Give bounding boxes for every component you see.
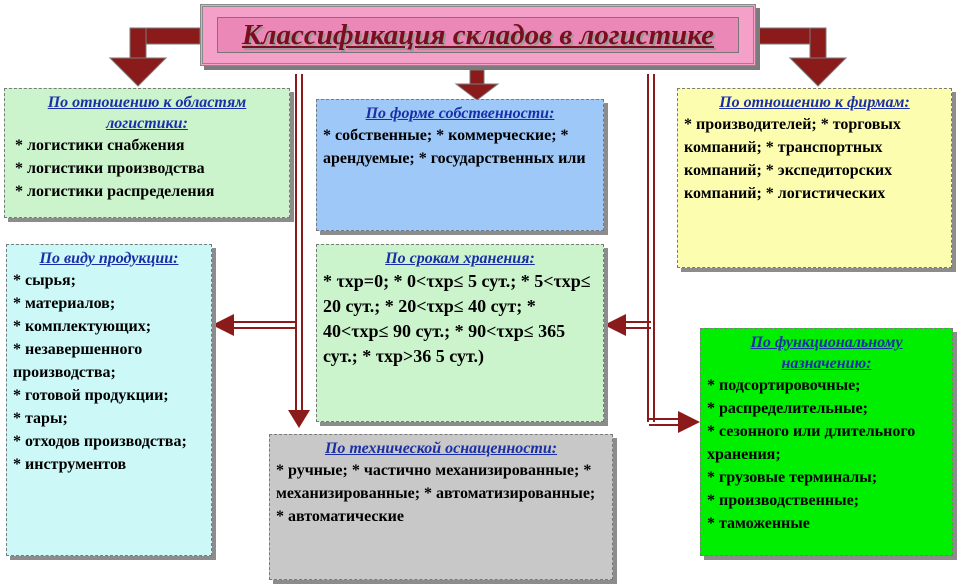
box-heading: По отношению к областям логистики: [47, 94, 247, 132]
list-item: * материалов; [13, 295, 116, 312]
arrow-to-storage [604, 314, 626, 336]
box-heading: По виду продукции: [39, 250, 179, 267]
title-inner-panel: Классификация складов в логистике [217, 17, 739, 53]
list-item: * грузовые терминалы; [707, 469, 878, 486]
list-item: * производителей; * торговых компаний; *… [684, 116, 901, 202]
list-item: * сезонного или длительного хранения; [707, 423, 916, 463]
connector-to-product [230, 321, 297, 329]
arrow-to-technical [288, 410, 310, 428]
list-item: * инструментов [13, 456, 127, 473]
box-ownership: По форме собственности: * собственные; *… [316, 99, 604, 231]
connector-to-storage [624, 321, 651, 329]
list-item: * собственные; * коммерческие; * арендуе… [323, 127, 586, 167]
box-heading: По отношению к фирмам: [719, 94, 910, 111]
arrow-title-left [108, 27, 201, 87]
box-storage-terms: По срокам хранения: * τхр=0; * 0<τхр≤ 5 … [316, 244, 604, 422]
arrow-to-functional [678, 411, 700, 433]
list-item: * производственные; [707, 492, 859, 509]
box-heading: По технической оснащенности: [324, 440, 558, 457]
box-technical-equipment: По технической оснащенности: * ручные; *… [269, 434, 613, 580]
list-item: * логистики производства [15, 160, 205, 177]
box-heading: По функциональному назначению: [750, 334, 903, 372]
arrow-to-product [212, 314, 234, 336]
list-item: * логистики распределения [15, 183, 215, 200]
list-item: * отходов производства; [13, 433, 187, 450]
connector-right-vertical [647, 74, 655, 422]
box-heading: По срокам хранения: [385, 250, 535, 267]
list-item: * таможенные [707, 515, 810, 532]
arrow-title-center [454, 69, 500, 101]
list-item: * комплектующих; [13, 318, 152, 335]
list-item: * сырья; [13, 272, 76, 289]
box-firms: По отношению к фирмам: * производителей;… [677, 88, 952, 268]
list-item: * подсортировочные; [707, 377, 861, 394]
title-box: Классификация складов в логистике [200, 4, 756, 66]
box-logistics-areas: По отношению к областям логистики: * лог… [4, 88, 290, 218]
list-item: * распределительные; [707, 400, 868, 417]
list-item: * тары; [13, 410, 68, 427]
connector-left-vertical [295, 74, 303, 412]
list-item: * ручные; * частично механизированные; *… [276, 462, 596, 525]
box-functional-purpose: По функциональному назначению: * подсорт… [700, 328, 953, 556]
arrow-title-right [755, 27, 848, 87]
box-heading: По форме собственности: [365, 105, 555, 122]
list-item: * незавершенного производства; [13, 341, 143, 381]
list-item: * логистики снабжения [15, 137, 185, 154]
list-item: * готовой продукции; [13, 387, 169, 404]
list-item: * τхр=0; * 0<τхр≤ 5 сут.; * 5<τхр≤ 20 су… [323, 271, 591, 366]
connector-to-functional [649, 418, 680, 426]
box-product-type: По виду продукции: * сырья; * материалов… [6, 244, 212, 556]
diagram-title: Классификация складов в логистике [241, 18, 715, 51]
